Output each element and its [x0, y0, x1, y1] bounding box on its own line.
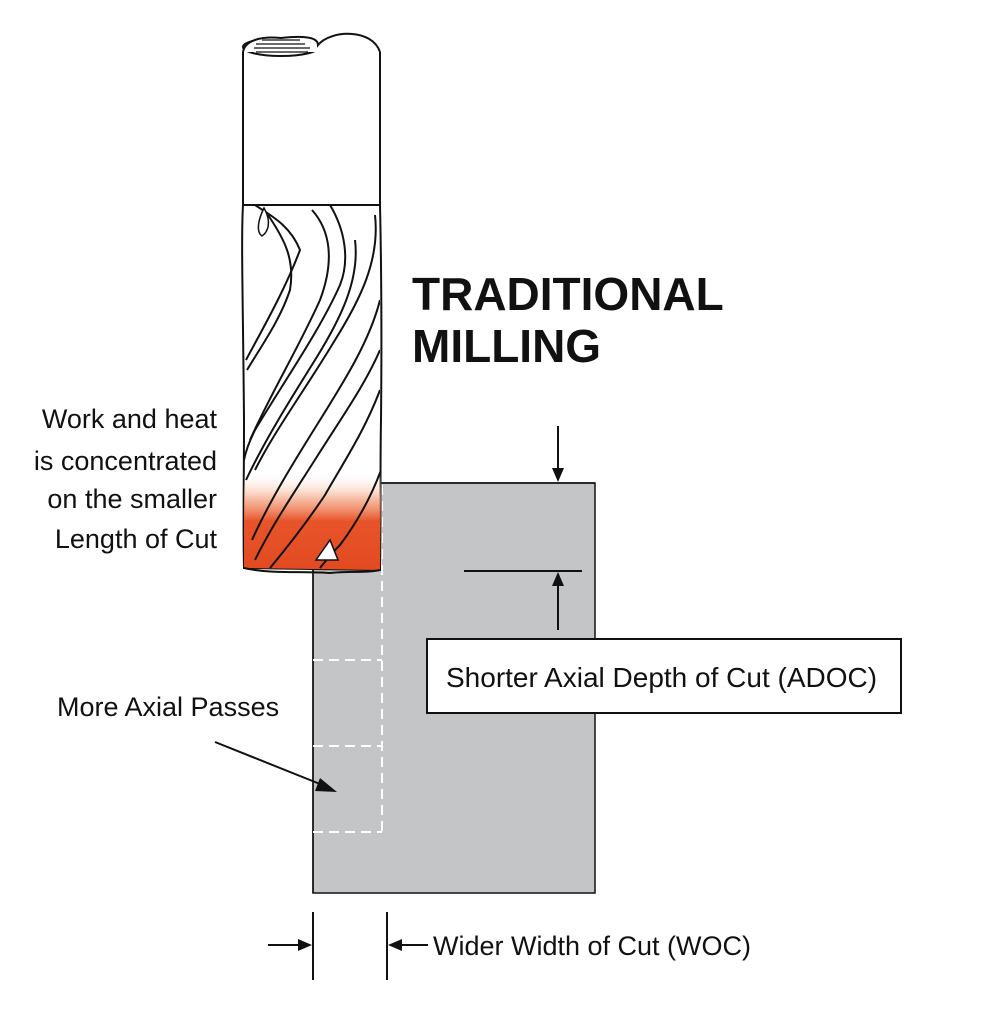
title-line-1: TRADITIONAL: [412, 268, 724, 320]
heat-label-line-4: Length of Cut: [55, 524, 218, 554]
title-line-2: MILLING: [412, 320, 602, 372]
axial-pass-lines: [313, 485, 383, 833]
axial-passes-label: More Axial Passes: [57, 692, 279, 722]
axial-passes-arrow: [214, 741, 337, 792]
adoc-label: Shorter Axial Depth of Cut (ADOC): [446, 662, 877, 693]
heat-zone: [244, 472, 381, 570]
woc-label: Wider Width of Cut (WOC): [433, 931, 751, 961]
tool-shank: [242, 52, 381, 206]
heat-label-line-1: Work and heat: [42, 404, 218, 434]
heat-label-line-2: is concentrated: [34, 446, 217, 476]
end-mill-tool: [241, 32, 383, 575]
heat-annotation: Work and heat is concentrated on the sma…: [34, 404, 218, 554]
woc-dimension: [268, 912, 428, 980]
adoc-dimension: [464, 426, 582, 630]
adoc-label-box: [426, 638, 902, 714]
diagram-title: TRADITIONAL MILLING: [412, 268, 724, 372]
heat-label-line-3: on the smaller: [47, 484, 217, 514]
